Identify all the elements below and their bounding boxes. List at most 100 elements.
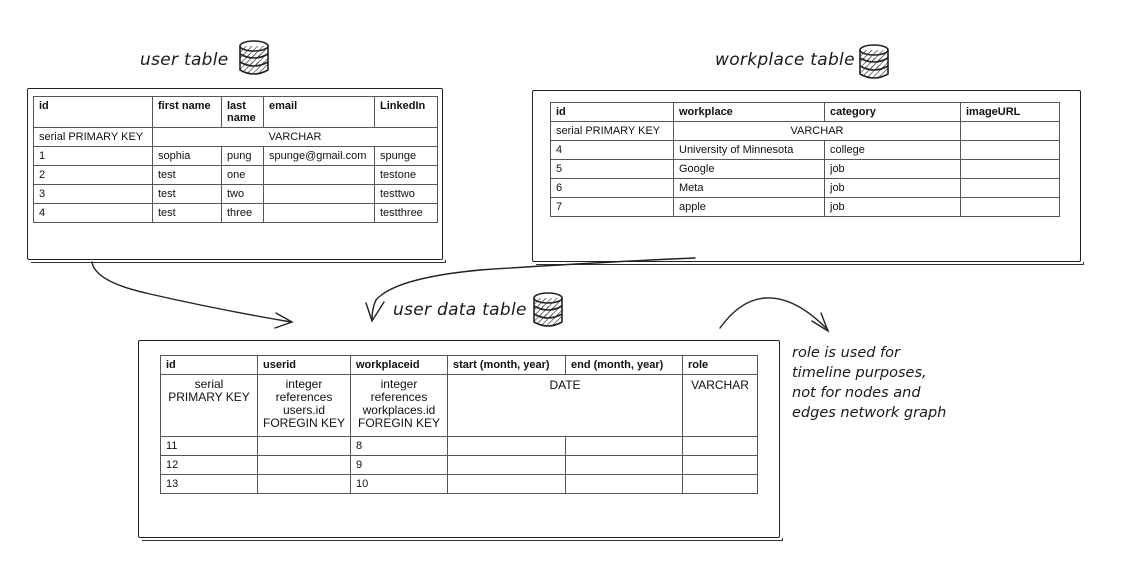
cell: pung	[221, 146, 264, 166]
database-icon	[239, 40, 269, 75]
cell: 6	[550, 178, 674, 198]
table-row: 3 test two testtwo	[33, 184, 438, 204]
workplace-table: id workplace category imageURL serial PR…	[550, 102, 1060, 217]
cell: spunge@gmail.com	[263, 146, 375, 166]
userdata-col-role: role	[682, 355, 758, 375]
userdata-type-role: VARCHAR	[682, 374, 758, 437]
user-data-table: id userid workplaceid start (month, year…	[160, 355, 758, 494]
cell	[960, 159, 1060, 179]
table-row: 7 apple job	[550, 197, 1060, 217]
user-type-row: serial PRIMARY KEY VARCHAR	[33, 127, 438, 147]
userdata-col-id: id	[160, 355, 258, 375]
userdata-type-date: DATE	[447, 374, 683, 437]
user-type-varchar: VARCHAR	[152, 127, 438, 147]
cell: testthree	[374, 203, 438, 223]
user-col-linkedin: LinkedIn	[374, 96, 438, 128]
cell: job	[824, 197, 961, 217]
cell: job	[824, 178, 961, 198]
cell: one	[221, 165, 264, 185]
cell	[682, 474, 758, 494]
userdata-type-userid: integer references users.id FOREGIN KEY	[257, 374, 351, 437]
cell: 8	[350, 436, 448, 456]
cell	[447, 474, 566, 494]
cell: Google	[673, 159, 825, 179]
table-row: 12 9	[160, 455, 758, 475]
workplace-col-imageurl: imageURL	[960, 102, 1060, 122]
userdata-col-userid: userid	[257, 355, 351, 375]
cell	[682, 436, 758, 456]
table-row: 4 University of Minnesota college	[550, 140, 1060, 160]
cell: 12	[160, 455, 258, 475]
cell: 7	[550, 197, 674, 217]
cell: 3	[33, 184, 153, 204]
arrow-role-to-note	[719, 297, 830, 333]
cell: Meta	[673, 178, 825, 198]
cell: test	[152, 165, 222, 185]
user-col-id: id	[33, 96, 153, 128]
table-row: 1 sophia pung spunge@gmail.com spunge	[33, 146, 438, 166]
cell: 4	[550, 140, 674, 160]
cell	[960, 140, 1060, 160]
userdata-col-start: start (month, year)	[447, 355, 566, 375]
workplace-col-category: category	[824, 102, 961, 122]
role-note: role is used for timeline purposes, not …	[792, 343, 1002, 423]
cell	[960, 197, 1060, 217]
table-row: 4 test three testthree	[33, 203, 438, 223]
user-col-email: email	[263, 96, 375, 128]
cell: 9	[350, 455, 448, 475]
workplace-type-varchar: VARCHAR	[673, 121, 961, 141]
userdata-col-workplaceid: workplaceid	[350, 355, 448, 375]
cell: test	[152, 184, 222, 204]
user-type-id: serial PRIMARY KEY	[33, 127, 153, 147]
database-icon	[859, 44, 889, 79]
cell	[682, 455, 758, 475]
user-table: id first name last name email LinkedIn s…	[33, 96, 438, 223]
cell	[565, 474, 683, 494]
workplace-table-label: workplace table	[715, 50, 855, 70]
user-table-label: user table	[140, 50, 229, 70]
workplace-col-id: id	[550, 102, 674, 122]
cell	[447, 455, 566, 475]
cell	[447, 436, 566, 456]
cell: spunge	[374, 146, 438, 166]
note-line: edges network graph	[792, 405, 947, 421]
table-row: 11 8	[160, 436, 758, 456]
workplace-type-row: serial PRIMARY KEY VARCHAR	[550, 121, 1060, 141]
cell: job	[824, 159, 961, 179]
cell	[257, 436, 351, 456]
user-data-table-label: user data table	[393, 300, 527, 320]
workplace-type-id: serial PRIMARY KEY	[550, 121, 674, 141]
cell: 5	[550, 159, 674, 179]
cell	[257, 474, 351, 494]
table-row: 6 Meta job	[550, 178, 1060, 198]
userdata-col-end: end (month, year)	[565, 355, 683, 375]
cell	[263, 184, 375, 204]
note-line: timeline purposes,	[792, 365, 927, 381]
table-row: 13 10	[160, 474, 758, 494]
cell	[263, 203, 375, 223]
database-icon	[533, 292, 563, 327]
user-col-last-name: last name	[221, 96, 264, 128]
cell: 10	[350, 474, 448, 494]
cell	[565, 455, 683, 475]
cell: college	[824, 140, 961, 160]
arrow-user-to-userdata	[91, 261, 294, 329]
cell: 13	[160, 474, 258, 494]
userdata-type-workplaceid: integer references workplaces.id FOREGIN…	[350, 374, 448, 437]
cell: test	[152, 203, 222, 223]
cell: apple	[673, 197, 825, 217]
workplace-col-workplace: workplace	[673, 102, 825, 122]
userdata-type-row: serial PRIMARY KEY integer references us…	[160, 374, 758, 437]
cell: testtwo	[374, 184, 438, 204]
cell: 1	[33, 146, 153, 166]
cell	[565, 436, 683, 456]
note-line: role is used for	[792, 345, 900, 361]
table-row: 2 test one testone	[33, 165, 438, 185]
note-line: not for nodes and	[792, 385, 921, 401]
userdata-type-id: serial PRIMARY KEY	[160, 374, 258, 437]
cell	[960, 178, 1060, 198]
table-row: 5 Google job	[550, 159, 1060, 179]
cell: 2	[33, 165, 153, 185]
cell	[257, 455, 351, 475]
cell: testone	[374, 165, 438, 185]
